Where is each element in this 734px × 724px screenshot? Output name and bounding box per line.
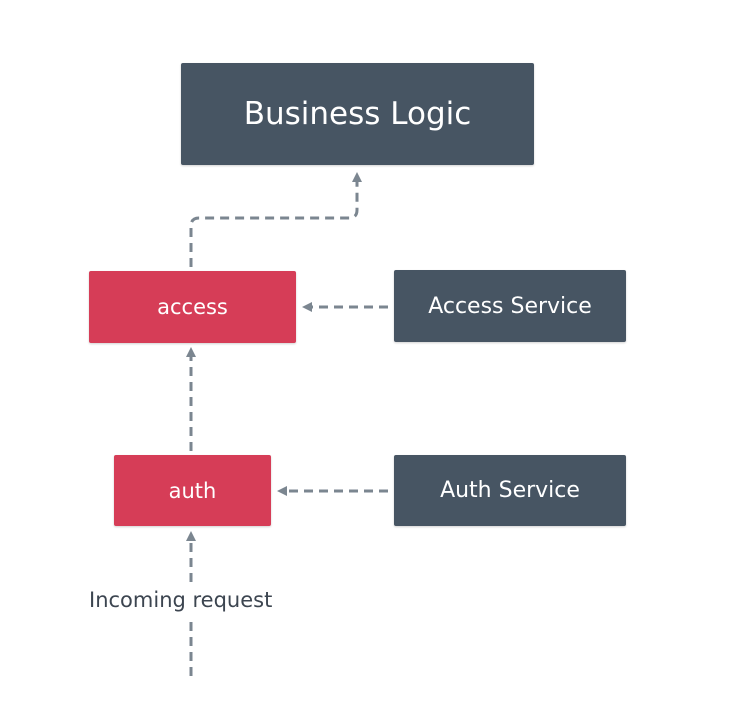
auth-service-node: Auth Service [394, 455, 626, 526]
auth-service-label: Auth Service [440, 478, 580, 503]
auth-label: auth [168, 478, 217, 503]
access-label: access [157, 295, 228, 319]
incoming-request-label: Incoming request [89, 588, 273, 612]
arrow-access-to-business-logic [189, 172, 362, 267]
access-service-label: Access Service [428, 293, 592, 319]
business-logic-label: Business Logic [243, 96, 472, 132]
access-service-node: Access Service [394, 270, 626, 342]
access-node: access [89, 271, 296, 343]
auth-node: auth [114, 455, 271, 526]
business-logic-node: Business Logic [181, 63, 534, 165]
